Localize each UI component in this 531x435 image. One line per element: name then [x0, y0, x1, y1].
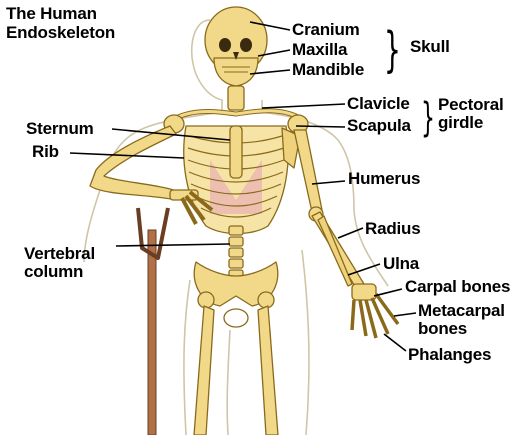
- vertebral-line-2: column: [24, 262, 84, 281]
- vertebral-line-1: Vertebral: [24, 244, 95, 263]
- label-humerus: Humerus: [348, 169, 421, 188]
- label-phalanges: Phalanges: [408, 345, 492, 364]
- title-line-1: The Human: [6, 4, 97, 23]
- label-sternum: Sternum: [26, 119, 94, 138]
- title-line-2: Endoskeleton: [6, 23, 116, 42]
- label-radius: Radius: [365, 219, 421, 238]
- label-maxilla: Maxilla: [292, 40, 348, 59]
- label-rib: Rib: [32, 142, 59, 161]
- metacarpal-line-1: Metacarpal: [418, 301, 505, 320]
- pectoral-line-2: girdle: [438, 113, 484, 132]
- skull-brace: }: [384, 22, 401, 78]
- diagram-title: The Human Endoskeleton: [6, 4, 115, 42]
- label-vertebral-column: Vertebral column: [24, 245, 95, 281]
- ulna-bone: [317, 215, 353, 287]
- metacarpal-line-2: bones: [418, 319, 468, 338]
- label-scapula: Scapula: [347, 116, 411, 135]
- pectoral-brace: }: [421, 95, 435, 141]
- skeleton: [89, 6, 400, 435]
- label-skull: Skull: [410, 37, 450, 56]
- vertebral-column: [228, 225, 244, 280]
- label-ulna: Ulna: [383, 254, 420, 273]
- label-cranium: Cranium: [292, 20, 360, 39]
- label-pectoral-girdle: Pectoral girdle: [438, 96, 504, 132]
- shovel: [136, 207, 170, 435]
- label-mandible: Mandible: [292, 60, 365, 79]
- label-metacarpal-bones: Metacarpal bones: [418, 302, 505, 338]
- left-hand-bones: [169, 189, 214, 225]
- sternum-bone: [229, 125, 243, 179]
- right-hand-bones: [350, 283, 400, 339]
- leader-lines: [69, 21, 417, 352]
- label-clavicle: Clavicle: [347, 94, 410, 113]
- humerus-bone: [293, 129, 323, 213]
- label-carpal-bones: Carpal bones: [405, 277, 511, 296]
- pectoral-line-1: Pectoral: [438, 95, 504, 114]
